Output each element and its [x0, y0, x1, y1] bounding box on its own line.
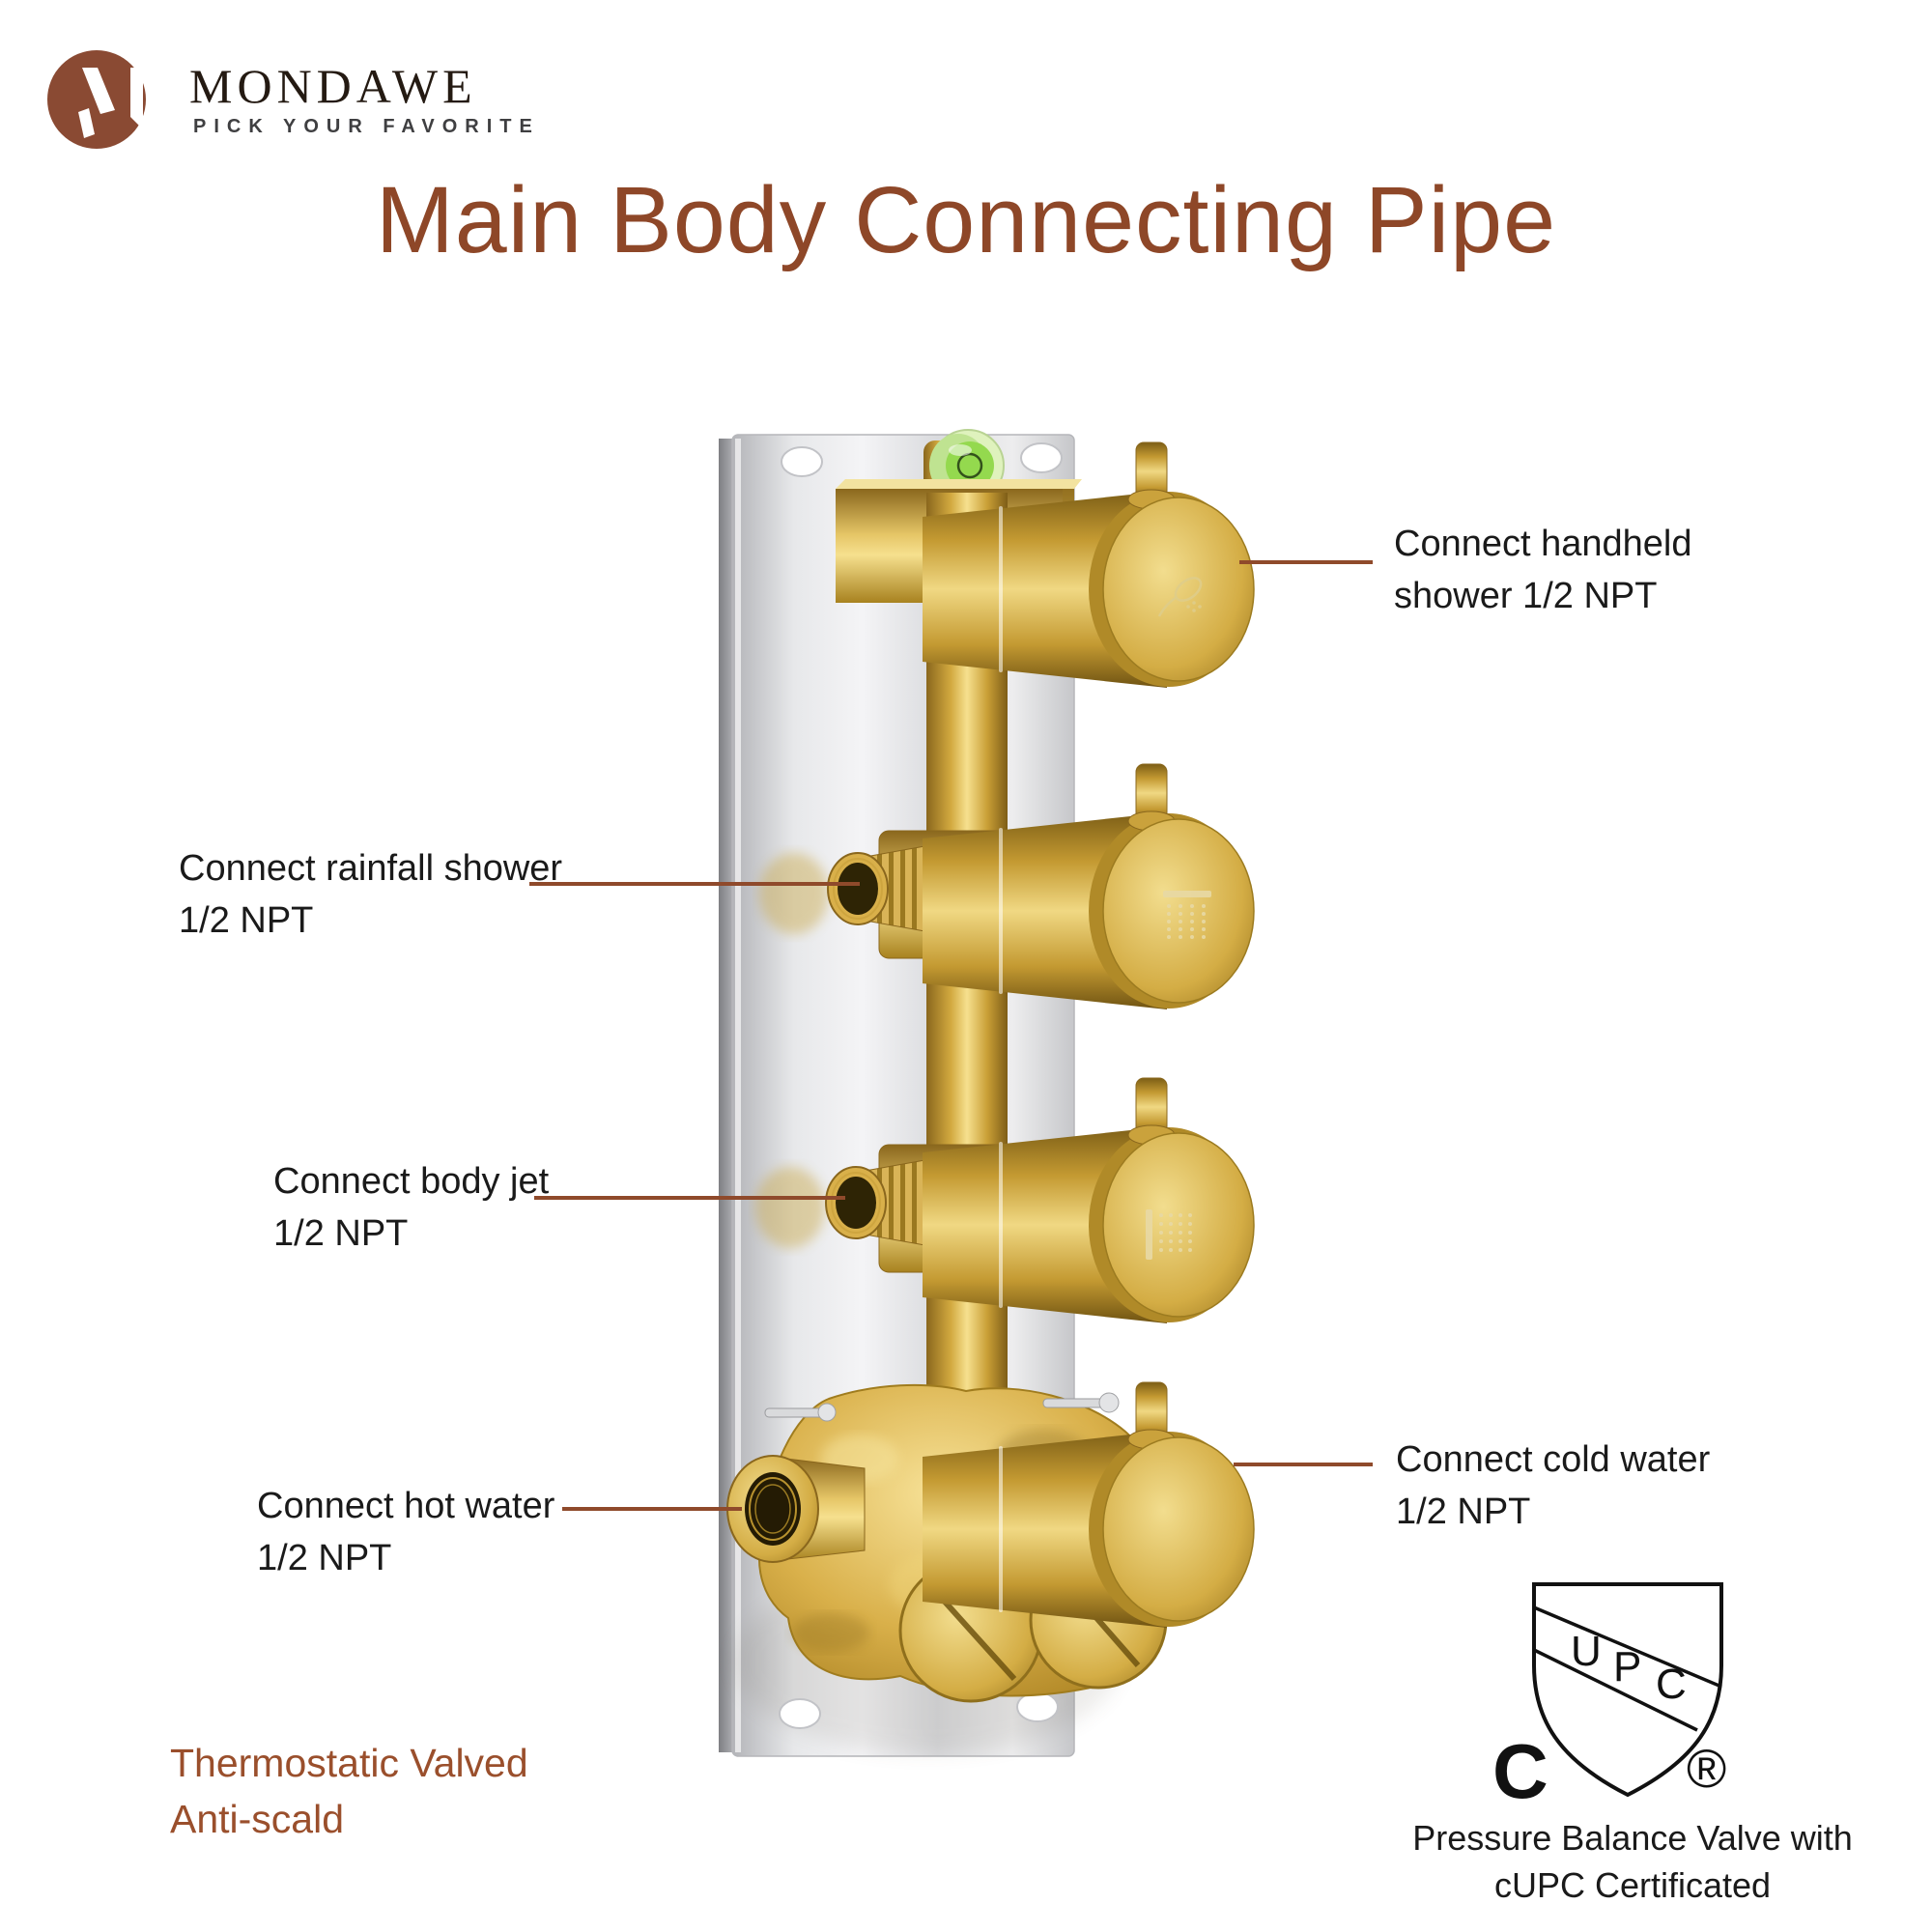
callout-line: Connect handheld [1394, 524, 1692, 564]
handheld-leader-line [1239, 560, 1373, 564]
callout-line: Connect hot water [257, 1486, 555, 1526]
shield-letter-p: P [1613, 1643, 1641, 1690]
brand-tagline: PICK YOUR FAVORITE [193, 116, 540, 137]
rainfall-shower-knob [922, 763, 1255, 1010]
cert-c-mark: C [1492, 1728, 1548, 1814]
feature-note: Thermostatic Valved Anti-scald [170, 1735, 528, 1847]
mounting-hole [1020, 442, 1063, 473]
callout-rainfall-shower: Connect rainfall shower 1/2 NPT [179, 842, 562, 947]
callout-line: Connect body jet [273, 1161, 550, 1202]
cert-caption: Pressure Balance Valve with cUPC Certifi… [1391, 1814, 1874, 1909]
rainfall-leader-line [529, 882, 860, 886]
hot-water-inlet-port [726, 1455, 866, 1563]
product-illustration [719, 429, 1255, 1757]
callout-line: 1/2 NPT [273, 1213, 409, 1254]
mondawe-logo-icon [47, 50, 146, 149]
callout-hot-water: Connect hot water 1/2 NPT [257, 1480, 554, 1584]
callout-line: Connect cold water [1396, 1439, 1711, 1480]
shield-letter-u: U [1571, 1628, 1602, 1675]
cupc-shield-icon: U P C [1532, 1582, 1723, 1798]
handheld-shower-icon [1157, 577, 1203, 617]
rainfall-shower-icon [1163, 891, 1211, 939]
callout-body-jet: Connect body jet 1/2 NPT [273, 1155, 549, 1260]
feature-note-line: Anti-scald [170, 1797, 345, 1841]
body-jet-leader-line [534, 1196, 845, 1200]
hot-water-leader-line [562, 1507, 742, 1511]
cert-caption-line: Pressure Balance Valve with [1412, 1818, 1853, 1858]
brand-name: MONDAWE [189, 59, 477, 113]
body-jet-knob [922, 1077, 1255, 1324]
callout-handheld-shower: Connect handheld shower 1/2 NPT [1394, 518, 1691, 622]
callout-line: shower 1/2 NPT [1394, 576, 1658, 616]
shield-letter-c: C [1656, 1661, 1687, 1708]
callout-line: 1/2 NPT [1396, 1492, 1531, 1532]
mounting-hole [781, 446, 823, 477]
mounting-hole [779, 1698, 821, 1729]
mounting-hole [1016, 1691, 1059, 1722]
callout-line: 1/2 NPT [179, 900, 314, 941]
feature-note-line: Thermostatic Valved [170, 1741, 528, 1785]
callout-cold-water: Connect cold water 1/2 NPT [1396, 1434, 1710, 1538]
body-jet-icon [1146, 1209, 1192, 1260]
callout-line: 1/2 NPT [257, 1538, 392, 1578]
callout-line: Connect rainfall shower [179, 848, 563, 889]
handheld-shower-knob [922, 441, 1255, 689]
page-title: Main Body Connecting Pipe [375, 167, 1557, 272]
registered-trademark-icon: ® [1687, 1738, 1727, 1799]
cold-water-leader-line [1234, 1463, 1373, 1466]
cert-caption-line: cUPC Certificated [1493, 1865, 1772, 1905]
mounting-pin [764, 1407, 826, 1418]
